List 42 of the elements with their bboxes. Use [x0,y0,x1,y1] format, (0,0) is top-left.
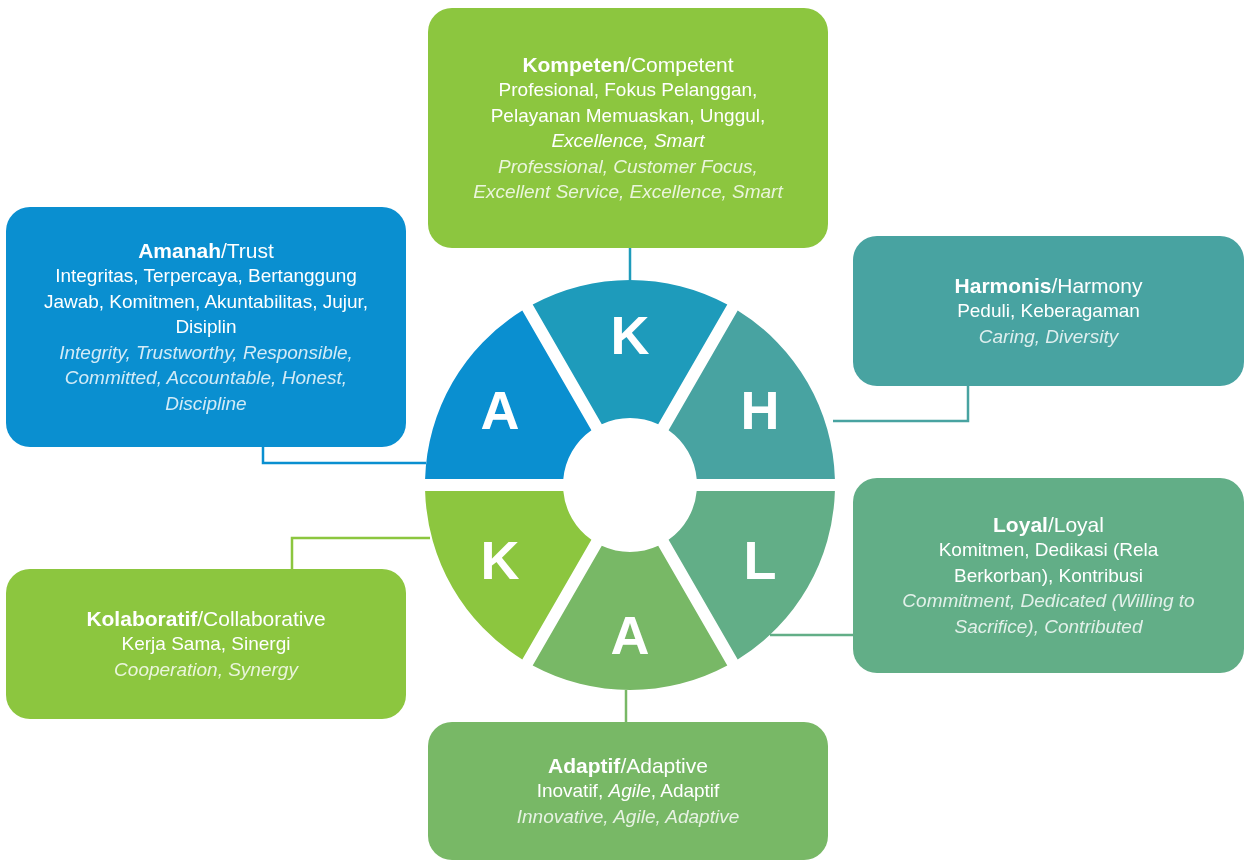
value-description: Komitmen, Dedikasi (Rela Berkorban), Kontribusi [937,538,1160,588]
value-description: Profesional, Fokus Pelanggan, Pelayanan Memuaskan, Unggul, Excellence, Smart [489,78,767,153]
value-card [6,569,406,719]
segment-letter: K [480,530,520,590]
value-card [853,236,1244,386]
connector-line [628,248,632,280]
connector-line [770,633,853,637]
wheel-segment [532,545,728,691]
value-card [428,722,828,860]
value-translation: Commitment, Dedicated (Willing to Sacrifice), Contributed [901,589,1196,639]
value-description: Inovatif, Agile, Adaptif [536,779,720,804]
connector-line [624,690,628,722]
value-description: Peduli, Keberagaman [957,299,1140,324]
connector-line [290,536,430,569]
wheel-segment [668,310,835,479]
value-card [853,478,1244,673]
connector-line [833,386,970,423]
value-translation: Cooperation, Synergy [114,657,298,682]
value-translation: Integrity, Trustworthy, Responsible, Committed, Accountable, Honest, Discipline [58,340,354,416]
value-translation: Caring, Diversity [978,324,1119,349]
value-description: Integritas, Terpercaya, Bertanggung Jawab, Komitmen, Akuntabilitas, Jujur, Disiplin [42,264,370,340]
segment-letter: K [610,305,650,365]
connector-line [261,447,426,465]
segment-letter: A [480,380,520,440]
value-card [6,207,406,447]
segment-letter: L [743,530,777,590]
value-translation: Professional, Customer Focus, Excellent Service, Excellence, Smart [472,154,785,204]
value-heading: Amanah/Trust [138,237,274,264]
value-heading: Kompeten/Competent [522,51,734,77]
value-card [428,8,828,248]
value-heading: Harmonis/Harmony [954,272,1143,299]
value-heading: Loyal/Loyal [993,511,1104,538]
value-description: Kerja Sama, Sinergi [121,632,291,657]
value-translation: Innovative, Agile, Adaptive [516,804,740,829]
wheel-segment [425,491,592,660]
value-heading: Kolaboratif/Collaborative [86,605,326,632]
segment-letter: A [610,605,650,665]
segment-letter: H [740,380,780,440]
wheel-segment [425,310,592,479]
wheel-segment [668,491,835,660]
value-heading: Adaptif/Adaptive [548,752,708,779]
wheel-segment [532,279,728,425]
